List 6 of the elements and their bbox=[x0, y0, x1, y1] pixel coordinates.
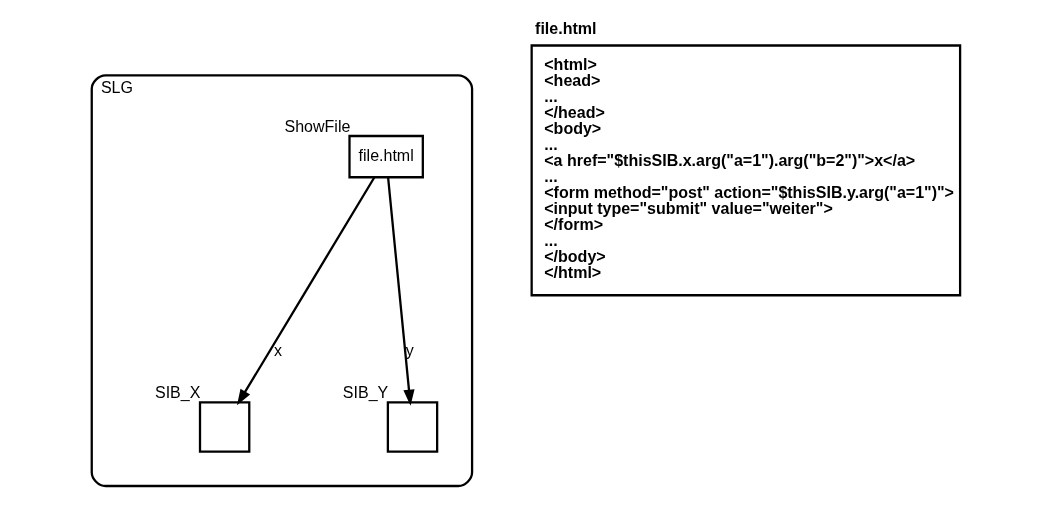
edge-label: x bbox=[273, 340, 282, 359]
node-label: ShowFile bbox=[283, 116, 350, 135]
node-label: SIB_Y bbox=[342, 383, 388, 401]
node-label: file.html bbox=[534, 19, 596, 38]
node-label: SIB_X bbox=[154, 383, 200, 401]
edge-label: y bbox=[405, 340, 414, 359]
